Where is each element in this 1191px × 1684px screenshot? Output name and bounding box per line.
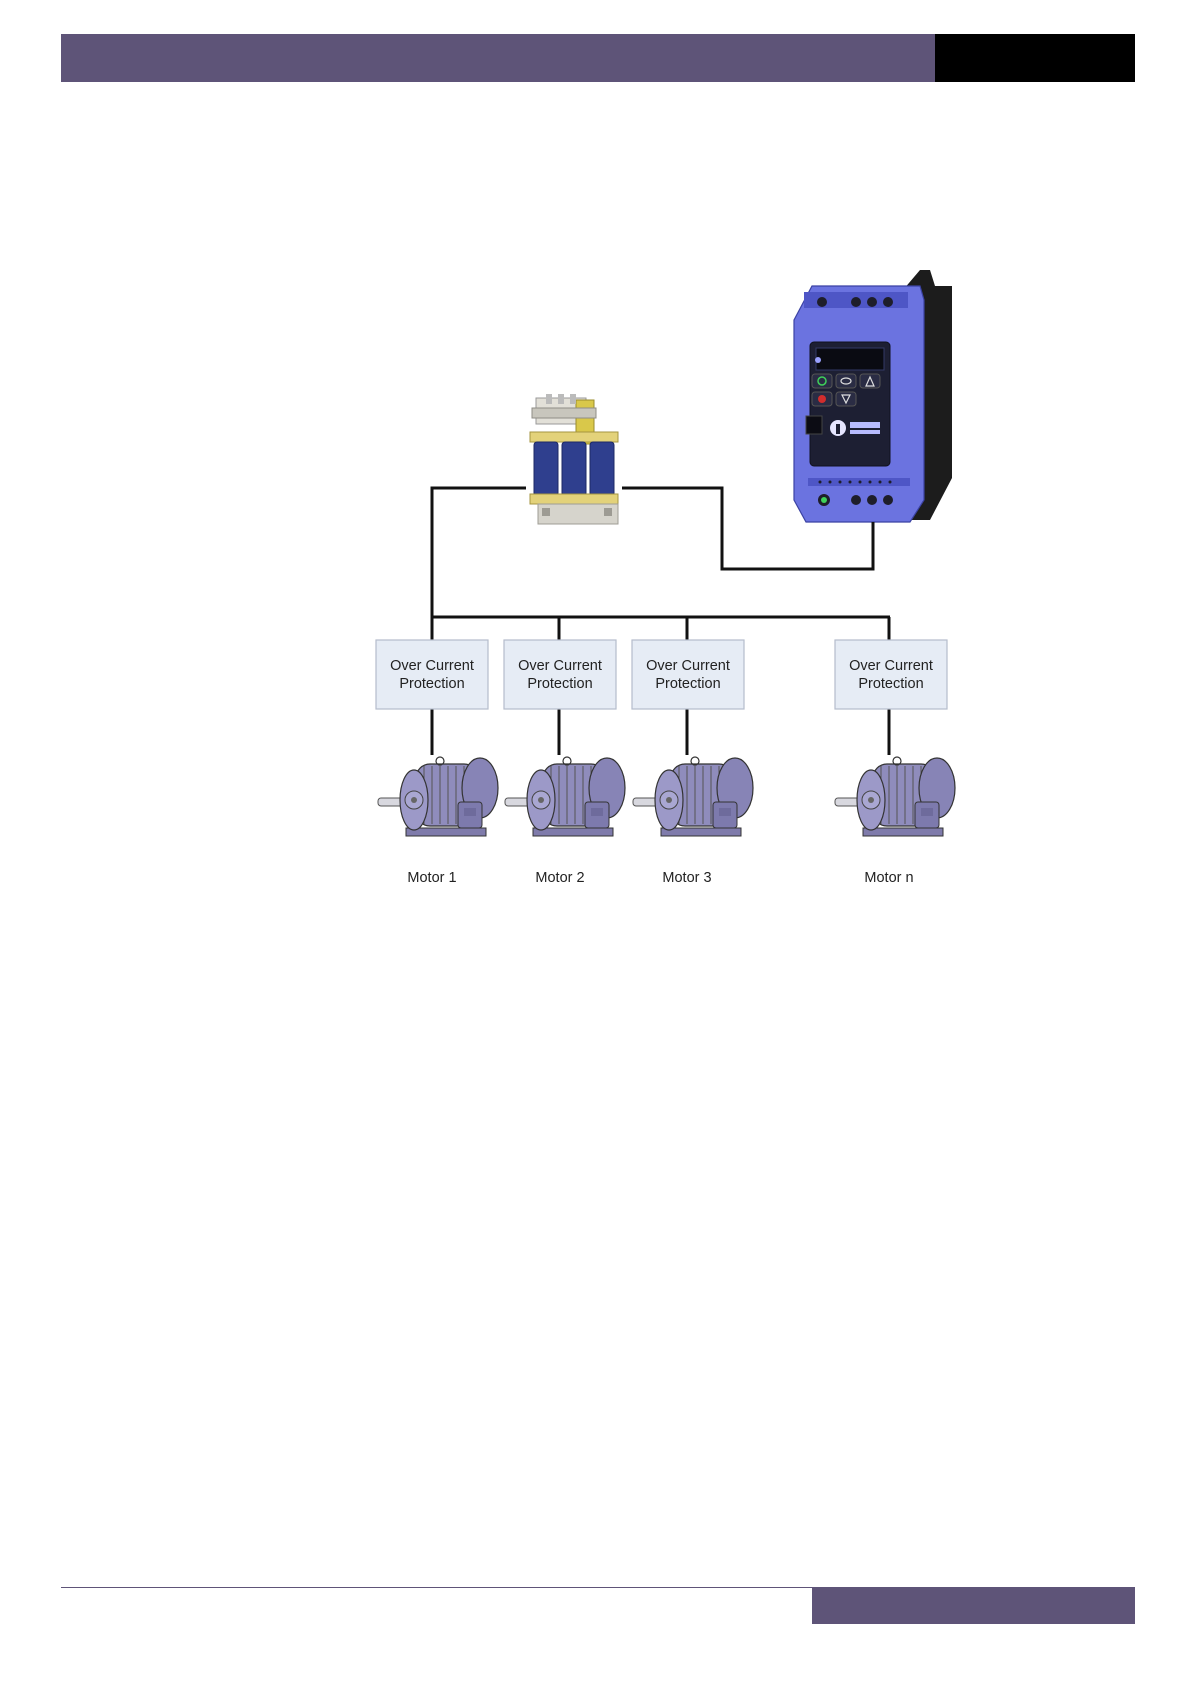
output-reactor-icon xyxy=(530,394,618,524)
protection-box: Over Current Protection xyxy=(376,640,488,709)
protection-box-line2: Protection xyxy=(858,676,923,692)
footer-bar xyxy=(812,1587,1135,1624)
motor-label: Motor 3 xyxy=(662,870,711,886)
wiring-lines xyxy=(432,488,890,755)
protection-box: Over Current Protection xyxy=(632,640,744,709)
protection-box-line2: Protection xyxy=(399,676,464,692)
motor-icon xyxy=(835,757,955,836)
motor-label: Motor 1 xyxy=(407,870,456,886)
motor-label: Motor n xyxy=(864,870,913,886)
motor-icon xyxy=(633,757,753,836)
protection-box: Over Current Protection xyxy=(835,640,947,709)
motor-icon xyxy=(505,757,625,836)
protection-box: Over Current Protection xyxy=(504,640,616,709)
protection-box-line1: Over Current xyxy=(518,658,602,674)
protection-box-line1: Over Current xyxy=(390,658,474,674)
motor-label: Motor 2 xyxy=(535,870,584,886)
protection-box-line2: Protection xyxy=(655,676,720,692)
protection-box-line1: Over Current xyxy=(646,658,730,674)
motor-icon xyxy=(378,757,498,836)
protection-box-line2: Protection xyxy=(527,676,592,692)
protection-box-line1: Over Current xyxy=(849,658,933,674)
inverter-drive-icon xyxy=(794,270,952,522)
